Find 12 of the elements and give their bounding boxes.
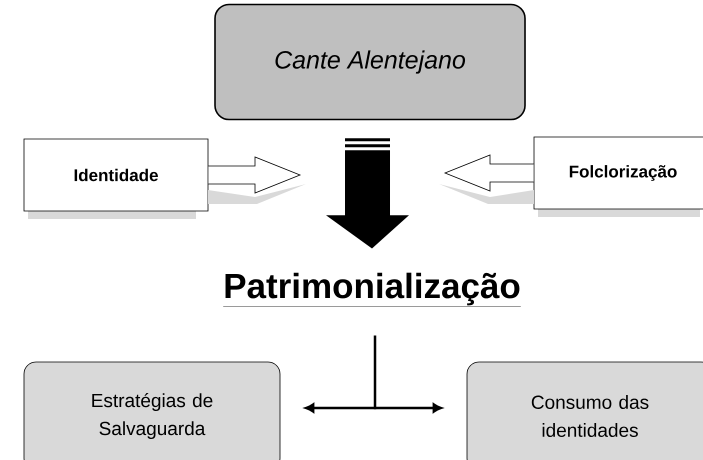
connector-trunk (374, 336, 376, 410)
callout-box: Identidade (24, 138, 208, 212)
outcome-box: Consumo das identidades (466, 362, 703, 460)
heading-text: Patrimonialização (223, 272, 521, 307)
arrow (375, 403, 442, 413)
topic-box: Cante Alentejano (214, 4, 526, 120)
hollow-arrow (208, 156, 306, 204)
callout-box: Folclorização (534, 136, 703, 210)
arrow (305, 403, 375, 413)
outcome-box: Estratégias de Salvaguarda (24, 362, 280, 460)
hollow-arrow (439, 154, 534, 204)
block-arrow (326, 138, 409, 248)
